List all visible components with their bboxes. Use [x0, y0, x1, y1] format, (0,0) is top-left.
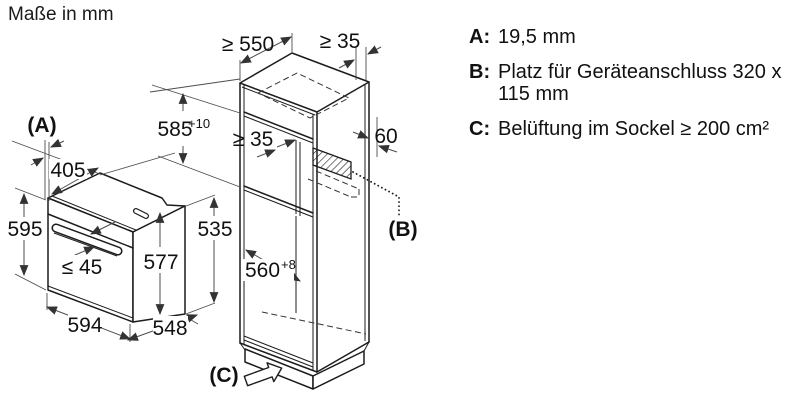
legend-key-c: C: — [469, 118, 491, 140]
dim-oven-body-height: 577 — [143, 251, 178, 274]
cabinet-drawing — [239, 52, 370, 390]
dimension-labels: 405 (A) 595 ≤ 45 577 594 548 535 ≥ 550 ≥… — [7, 30, 417, 387]
plinth-vent-arrow-icon — [243, 362, 283, 387]
legend-item-c: C: Belüftung im Sockel ≥ 200 cm² — [469, 118, 793, 140]
dim-oven-handle-depth: ≤ 45 — [62, 256, 103, 279]
dim-cabinet-niche-depth: 560 — [245, 259, 280, 282]
installation-diagram: 405 (A) 595 ≤ 45 577 594 548 535 ≥ 550 ≥… — [7, 30, 418, 390]
legend-item-a: A: 19,5 mm — [469, 26, 793, 48]
oven-drawing — [47, 172, 186, 323]
legend-key-b: B: — [469, 61, 491, 83]
dim-cabinet-side-clearance: 60 — [374, 125, 397, 148]
dim-oven-side-height: 535 — [197, 218, 232, 241]
dim-connection-label: (B) — [388, 218, 417, 241]
dim-oven-top-depth: 405 — [50, 159, 85, 182]
dim-oven-front-height: 595 — [7, 218, 42, 241]
dim-cabinet-top-depth: ≥ 550 — [222, 33, 274, 56]
legend-key-a: A: — [469, 26, 491, 48]
legend-value-a: 19,5 mm — [498, 26, 576, 48]
dim-vent-label: (C) — [209, 364, 238, 387]
dim-cabinet-shelf-gap: ≥ 35 — [233, 128, 274, 151]
page-title: Maße in mm — [8, 4, 114, 25]
dim-cabinet-niche-height: 585 — [157, 118, 192, 141]
dim-cabinet-niche-height-tolerance: +10 — [188, 116, 210, 131]
connection-leader-dots — [352, 171, 400, 216]
dim-oven-body-depth: 548 — [152, 317, 187, 340]
legend-item-b: B: Platz für Geräteanschluss 320 x 115 m… — [469, 61, 793, 105]
legend: A: 19,5 mm B: Platz für Geräteanschluss … — [469, 26, 793, 153]
dim-cabinet-niche-depth-tolerance: +8 — [281, 257, 296, 272]
legend-value-b-line2: 115 mm — [498, 83, 569, 105]
oven-handle — [51, 223, 123, 257]
dim-cabinet-back-gap: ≥ 35 — [320, 30, 361, 53]
legend-value-c: Belüftung im Sockel ≥ 200 cm² — [498, 118, 770, 140]
dim-oven-front-width: 594 — [67, 314, 102, 337]
legend-value-b-line1: Platz für Geräteanschluss 320 x — [498, 61, 782, 83]
dim-oven-gap-label: (A) — [27, 114, 56, 137]
connection-space-hatch — [312, 147, 352, 180]
